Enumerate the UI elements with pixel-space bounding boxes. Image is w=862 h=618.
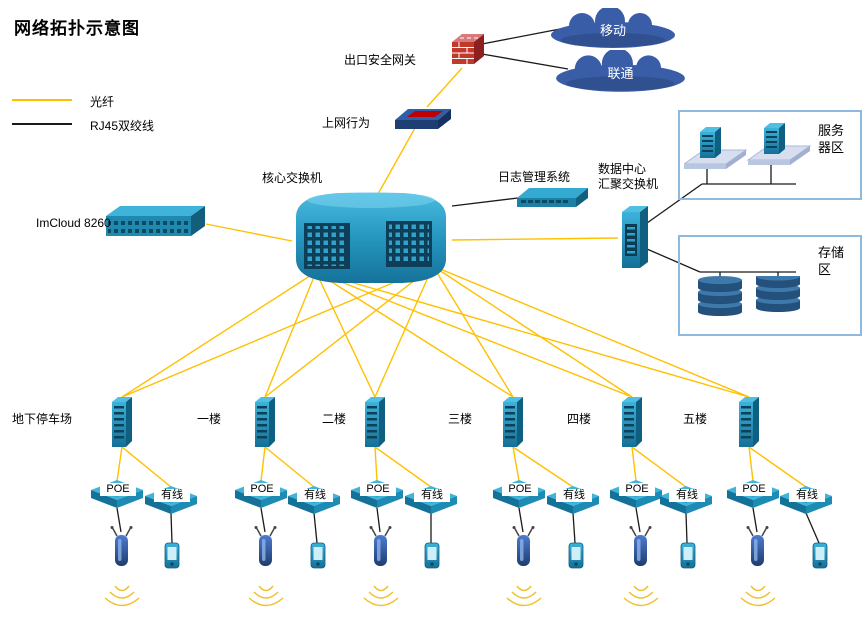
floor-switch-icon	[739, 397, 759, 447]
wireless-ap-icon	[511, 526, 536, 567]
server-zone-box	[678, 110, 862, 200]
wifi-signal-icon	[104, 585, 140, 607]
poe-label: POE	[736, 483, 772, 496]
dc-switch-label-line2: 汇聚交换机	[598, 177, 659, 191]
floor-label: 四楼	[567, 412, 592, 426]
legend-fiber-label: 光纤	[90, 95, 115, 109]
rj45-lines	[116, 28, 820, 544]
storage-zone-label: 存储区	[818, 245, 845, 277]
poe-label: POE	[360, 483, 396, 496]
cloud-mobile-label: 移动	[599, 23, 626, 38]
poe-label: POE	[619, 483, 655, 496]
imcloud-label: ImCloud 8260	[36, 216, 111, 230]
wired-terminal-icon	[310, 542, 326, 569]
wifi-signal-icons	[104, 585, 776, 607]
wired-label: 有线	[556, 489, 592, 502]
wired-label: 有线	[414, 489, 450, 502]
wired-terminal-icon	[164, 542, 180, 569]
wifi-signal-icon	[506, 585, 542, 607]
dc-switch-label-line1: 数据中心	[598, 162, 647, 176]
server-zone-label: 服务器区	[818, 123, 845, 155]
floor-label: 地下停车场	[12, 412, 73, 426]
storage-disks-icon	[698, 276, 800, 316]
wireless-ap-icon	[628, 526, 653, 567]
floor-switch-icon	[503, 397, 523, 447]
wifi-signal-icon	[248, 585, 284, 607]
legend-rj45-label: RJ45双绞线	[90, 119, 155, 133]
wired-terminal-icon	[568, 542, 584, 569]
dc-aggregation-switch-icon	[622, 206, 648, 268]
poe-label: POE	[100, 483, 136, 496]
wireless-ap-icon	[109, 526, 134, 567]
wifi-signal-icon	[623, 585, 659, 607]
floor-switch-icon	[112, 397, 132, 447]
wired-label: 有线	[669, 489, 705, 502]
floor-label: 五楼	[683, 412, 708, 426]
log-system-icon	[517, 188, 588, 207]
floor-label: 一楼	[197, 412, 222, 426]
wired-label: 有线	[297, 489, 333, 502]
floor-label: 三楼	[448, 412, 473, 426]
wifi-signal-icon	[363, 585, 399, 607]
poe-label: POE	[244, 483, 280, 496]
wireless-ap-icon	[745, 526, 770, 567]
cloud-unicom-label: 联通	[607, 66, 634, 81]
floor-switch-icon	[622, 397, 642, 447]
poe-label: POE	[502, 483, 538, 496]
firewall-gateway-icon	[451, 33, 485, 65]
gateway-label: 出口安全网关	[344, 53, 417, 67]
wired-terminal-icon	[812, 542, 828, 569]
behavior-device-icon	[395, 109, 451, 129]
fiber-lines	[116, 67, 807, 488]
dc-switch-label: 数据中心 汇聚交换机	[598, 162, 658, 192]
floor-switch-icon	[255, 397, 275, 447]
wired-label: 有线	[154, 489, 190, 502]
wireless-ap-icon	[253, 526, 278, 567]
wired-terminal-icon	[424, 542, 440, 569]
wired-terminal-icon	[680, 542, 696, 569]
log-system-label: 日志管理系统	[498, 170, 571, 184]
wired-label: 有线	[789, 489, 825, 502]
floor-label: 二楼	[322, 412, 347, 426]
behavior-label: 上网行为	[322, 116, 371, 130]
imcloud-controller-icon	[106, 206, 205, 236]
floor-switch-icon	[365, 397, 385, 447]
core-switch-label: 核心交换机	[262, 171, 323, 185]
core-switch-icon	[296, 192, 446, 283]
diagram-title: 网络拓扑示意图	[14, 19, 140, 38]
wifi-signal-icon	[740, 585, 776, 607]
wireless-ap-icon	[368, 526, 393, 567]
server-group-icon	[684, 122, 811, 170]
storage-zone-box	[678, 235, 862, 336]
